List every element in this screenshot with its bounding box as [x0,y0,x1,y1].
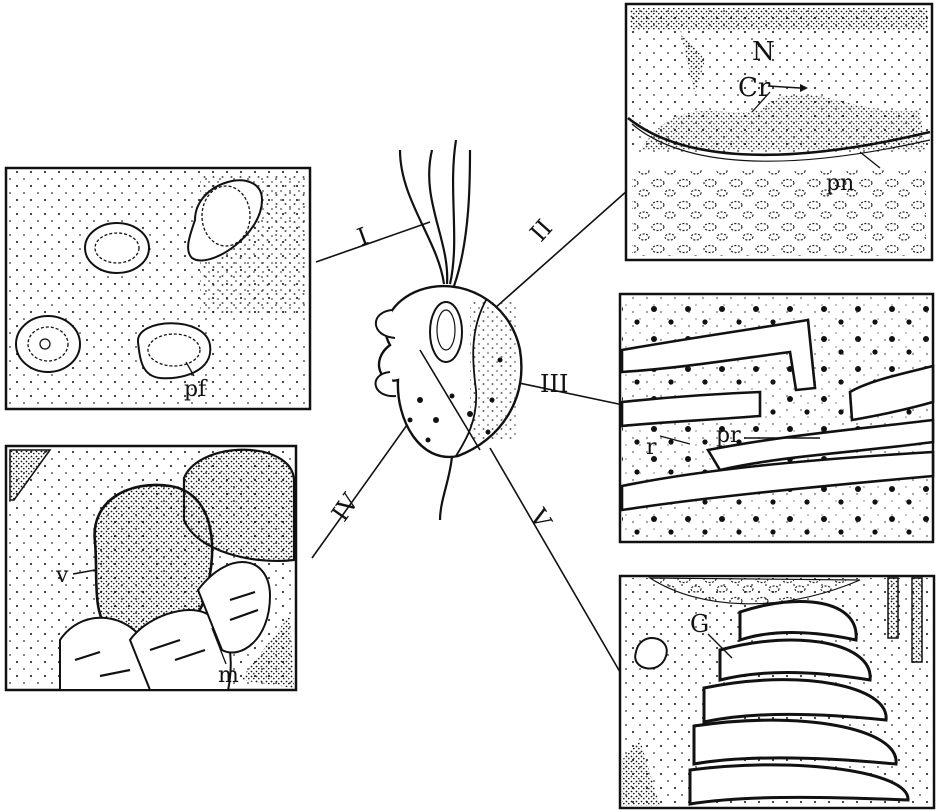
panel-I-label-pf: pf [184,377,208,402]
panel-III: pr r III [540,294,933,542]
panel-V: G V [523,503,934,808]
panel-III-numeral: III [540,370,568,398]
nucleus [430,302,462,362]
panel-III-label-r: r [646,435,657,460]
panel-V-label-G: G [690,610,709,638]
connector-V [490,448,620,672]
panel-V-numeral: V [523,503,557,534]
panel-IV: v m IV [6,446,365,690]
panel-II-numeral: II [525,214,559,247]
panel-II-label-N: N [752,37,775,67]
panel-II-label-Cr: Cr [738,73,771,103]
panel-II-label-pn: pn [826,171,854,196]
vesicle-3 [16,316,80,372]
panel-IV-numeral: IV [326,488,365,527]
connector-I [316,222,430,262]
panel-IV-label-m: m [218,663,239,688]
panel-IV-label-v: v [55,563,69,588]
panel-III-label-pr: pr [716,423,741,448]
panel-II: N Cr pn II [525,4,932,260]
connector-IV [312,418,412,558]
panel-I: pf I [6,168,372,409]
